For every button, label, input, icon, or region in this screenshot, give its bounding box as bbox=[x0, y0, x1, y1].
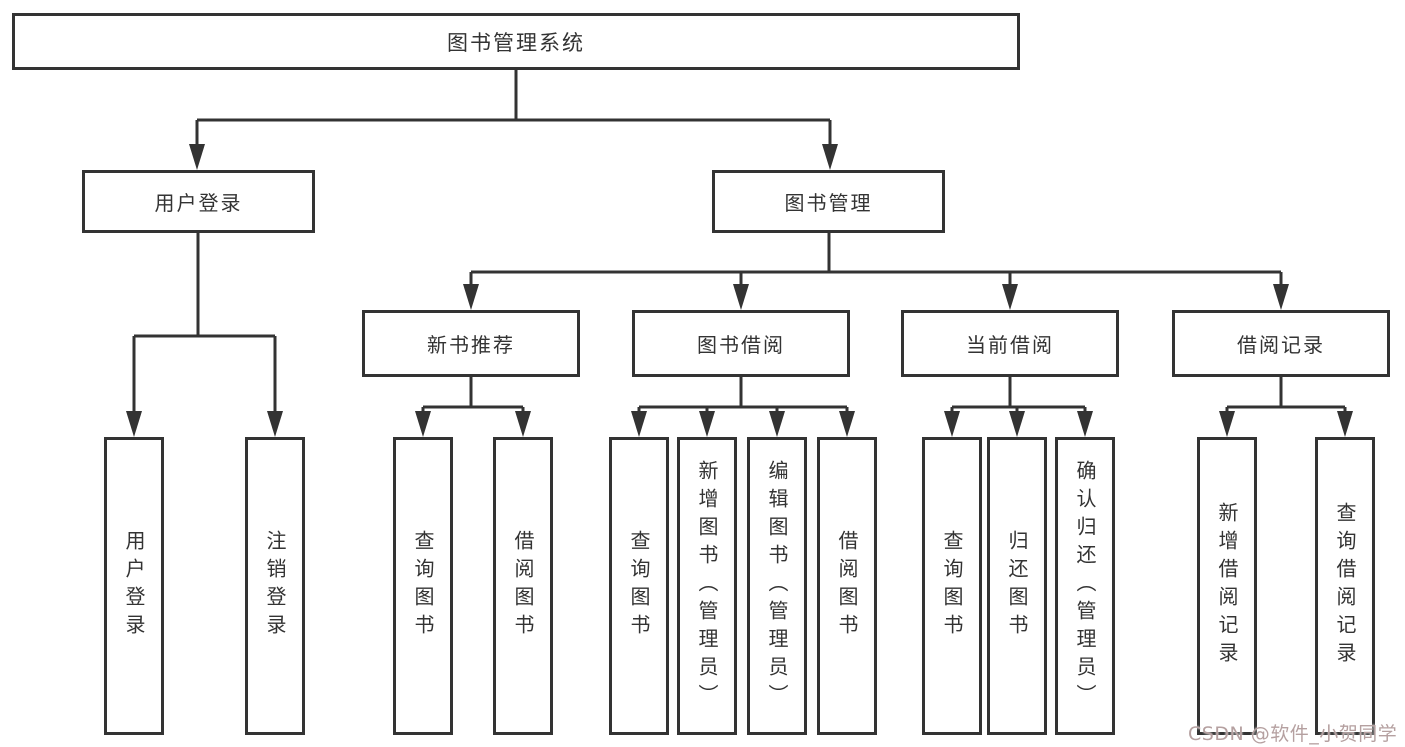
arrowhead bbox=[944, 411, 960, 437]
leaf-add-book-admin: 新增图书（管理员） bbox=[677, 437, 737, 735]
leaf-confirm-return-admin: 确认归还（管理员） bbox=[1055, 437, 1115, 735]
arrowhead bbox=[733, 284, 749, 310]
leaf-label: 确认归还（管理员） bbox=[1073, 460, 1097, 712]
csdn-watermark: CSDN @软件_小贺同学 bbox=[1188, 723, 1398, 745]
leaf-query-books-borrow: 查询图书 bbox=[609, 437, 669, 735]
arrowhead bbox=[769, 411, 785, 437]
arrowhead bbox=[1337, 411, 1353, 437]
connector-line bbox=[421, 377, 525, 413]
leaf-label: 查询图书 bbox=[411, 530, 435, 642]
leaf-query-books-current: 查询图书 bbox=[922, 437, 982, 735]
leaf-label: 新增借阅记录 bbox=[1215, 502, 1239, 670]
connector-line bbox=[132, 233, 277, 413]
connector-current-borrow-children bbox=[944, 377, 1093, 437]
leaf-label: 借阅图书 bbox=[511, 530, 535, 642]
leaf-add-borrow-record: 新增借阅记录 bbox=[1197, 437, 1257, 735]
connector-book-management-children bbox=[463, 233, 1289, 310]
connector-new-book-recommend-children bbox=[415, 377, 531, 437]
node-borrow-records: 借阅记录 bbox=[1172, 310, 1390, 377]
arrowhead bbox=[515, 411, 531, 437]
leaf-logout: 注销登录 bbox=[245, 437, 305, 735]
node-library-system: 图书管理系统 bbox=[12, 13, 1020, 70]
leaf-label: 查询借阅记录 bbox=[1333, 502, 1357, 670]
leaf-return-book: 归还图书 bbox=[987, 437, 1047, 735]
connector-line bbox=[1225, 377, 1347, 413]
leaf-label: 查询图书 bbox=[940, 530, 964, 642]
arrowhead bbox=[189, 144, 205, 170]
leaf-label: 查询图书 bbox=[627, 530, 651, 642]
arrowhead bbox=[415, 411, 431, 437]
arrowhead bbox=[1002, 284, 1018, 310]
connector-root-to-level2 bbox=[189, 70, 838, 170]
arrowhead bbox=[1009, 411, 1025, 437]
arrowhead bbox=[463, 284, 479, 310]
arrowhead bbox=[1077, 411, 1093, 437]
arrowhead bbox=[1273, 284, 1289, 310]
node-user-login: 用户登录 bbox=[82, 170, 315, 233]
leaf-user-login: 用户登录 bbox=[104, 437, 164, 735]
arrowhead bbox=[839, 411, 855, 437]
leaf-edit-book-admin: 编辑图书（管理员） bbox=[747, 437, 807, 735]
leaf-borrow-books: 借阅图书 bbox=[817, 437, 877, 735]
node-book-borrow: 图书借阅 bbox=[632, 310, 850, 377]
node-new-book-recommend: 新书推荐 bbox=[362, 310, 580, 377]
leaf-label: 用户登录 bbox=[122, 530, 146, 642]
arrowhead bbox=[126, 411, 142, 437]
arrowhead bbox=[822, 144, 838, 170]
connector-borrow-records-children bbox=[1219, 377, 1353, 437]
connector-line bbox=[469, 233, 1283, 286]
node-current-borrow: 当前借阅 bbox=[901, 310, 1119, 377]
arrowhead bbox=[631, 411, 647, 437]
connector-book-borrow-children bbox=[631, 377, 855, 437]
leaf-query-borrow-record: 查询借阅记录 bbox=[1315, 437, 1375, 735]
leaf-label: 借阅图书 bbox=[835, 530, 859, 642]
connector-line bbox=[195, 70, 832, 146]
connector-user-login-children bbox=[126, 233, 283, 437]
arrowhead bbox=[699, 411, 715, 437]
connector-line bbox=[637, 377, 849, 413]
leaf-label: 注销登录 bbox=[263, 530, 287, 642]
node-book-management: 图书管理 bbox=[712, 170, 945, 233]
leaf-label: 编辑图书（管理员） bbox=[765, 460, 789, 712]
leaf-borrow-books-recommend: 借阅图书 bbox=[493, 437, 553, 735]
leaf-label: 归还图书 bbox=[1005, 530, 1029, 642]
leaf-query-books-recommend: 查询图书 bbox=[393, 437, 453, 735]
connector-line bbox=[950, 377, 1087, 413]
arrowhead bbox=[267, 411, 283, 437]
leaf-label: 新增图书（管理员） bbox=[695, 460, 719, 712]
arrowhead bbox=[1219, 411, 1235, 437]
